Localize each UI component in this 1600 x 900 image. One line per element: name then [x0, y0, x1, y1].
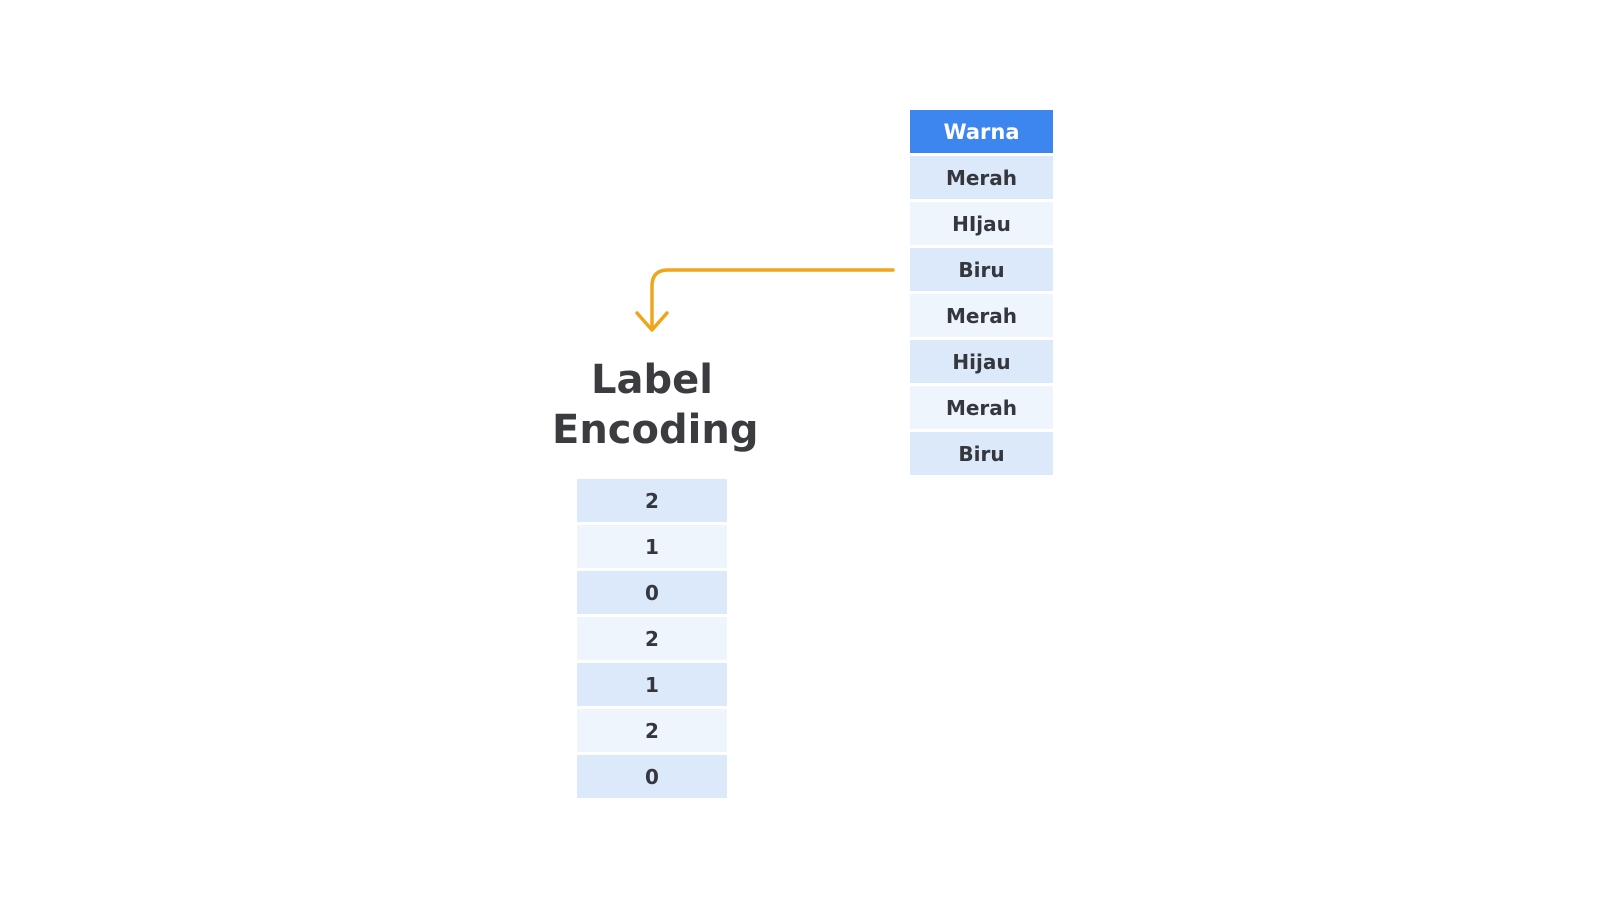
warna-table: Warna Merah HIjau Biru Merah Hijau Merah…: [910, 110, 1053, 478]
encoded-table: 2 1 0 2 1 2 0: [577, 479, 727, 801]
warna-row: HIjau: [910, 202, 1053, 245]
title-line-2: Encoding: [552, 407, 759, 453]
encoded-row: 2: [577, 479, 727, 522]
warna-row: Hijau: [910, 340, 1053, 383]
warna-row: Merah: [910, 294, 1053, 337]
encoded-row: 2: [577, 709, 727, 752]
warna-row: Biru: [910, 248, 1053, 291]
encoded-row: 1: [577, 525, 727, 568]
warna-header: Warna: [910, 110, 1053, 153]
warna-row: Biru: [910, 432, 1053, 475]
arrow-line: [650, 268, 895, 330]
encoded-row: 0: [577, 755, 727, 798]
arrow-head-icon: [635, 311, 669, 332]
warna-row: Merah: [910, 156, 1053, 199]
warna-row: Merah: [910, 386, 1053, 429]
encoded-row: 1: [577, 663, 727, 706]
title-line-1: Label: [591, 357, 713, 403]
label-encoding-title: Label Encoding: [552, 355, 758, 455]
encoded-row: 0: [577, 571, 727, 614]
encoded-row: 2: [577, 617, 727, 660]
